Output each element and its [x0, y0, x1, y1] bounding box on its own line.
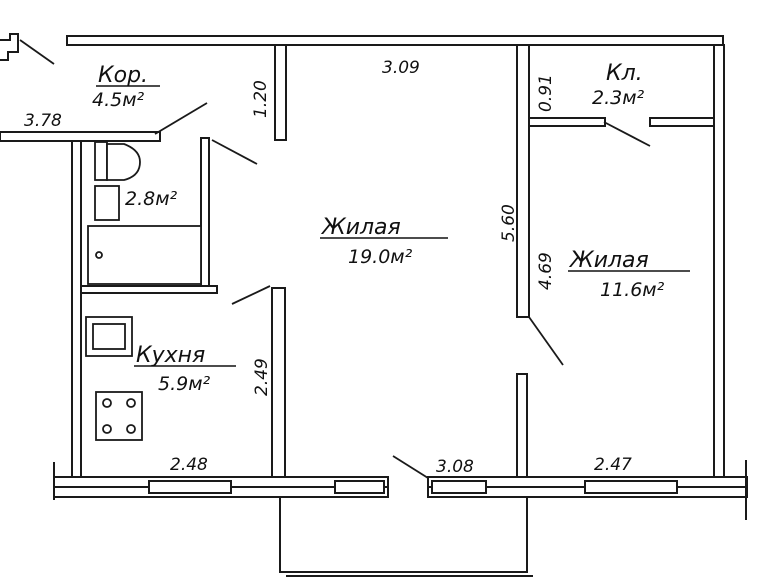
living-rooms-wall-lower	[516, 373, 528, 478]
dim-living-top: 3.09	[382, 58, 420, 78]
corridor-lower-wall	[0, 131, 161, 142]
living-room-area: 19.0м²	[348, 246, 413, 268]
toilet-cistern	[94, 141, 108, 181]
entrance-fragment	[0, 33, 19, 61]
closet-area: 2.3м²	[592, 87, 645, 109]
living-room-name: Жилая	[320, 215, 401, 240]
balcony-door-window	[334, 480, 385, 494]
kitchen-door-swing	[231, 285, 271, 305]
entrance-door-swing	[19, 39, 55, 65]
dim-kitchen-bottom: 2.48	[170, 455, 208, 475]
dim-corridor-length: 3.78	[24, 111, 62, 131]
dim-living-vertical: 5.60	[499, 204, 519, 242]
kitchen-name: Кухня	[136, 343, 205, 368]
bathtub-drain	[95, 251, 103, 259]
balcony	[279, 497, 528, 573]
toilet-bowl	[106, 143, 141, 181]
closet-wall-right	[649, 117, 715, 127]
dim-bedroom-bottom: 2.47	[594, 455, 632, 475]
corridor-name: Кор.	[98, 63, 148, 88]
living-window	[431, 480, 487, 494]
top-wall	[66, 35, 724, 46]
balcony-door-swing	[392, 455, 429, 479]
sink	[94, 185, 120, 221]
dim-closet-vertical: 0.91	[536, 74, 556, 112]
burner-1	[102, 398, 112, 408]
bath-kitchen-wall	[80, 285, 218, 294]
left-wall	[71, 139, 82, 478]
kitchen-area: 5.9м²	[158, 373, 211, 395]
kitchen-window	[148, 480, 232, 494]
burner-4	[126, 424, 136, 434]
bathtub	[87, 225, 202, 285]
kitchen-living-wall	[271, 287, 286, 478]
dim-kitchen-vertical: 2.49	[252, 358, 272, 396]
bedroom-area: 11.6м²	[600, 279, 665, 301]
right-wall	[713, 44, 725, 478]
living-door-swing	[528, 316, 564, 366]
bathroom-area: 2.8м²	[125, 188, 178, 210]
corridor-door-swing	[154, 102, 208, 135]
dim-corridor-vertical: 1.20	[251, 80, 271, 118]
bedroom-window	[584, 480, 678, 494]
kitchen-sink-inner	[92, 323, 126, 350]
corridor-living-wall	[274, 44, 287, 141]
stove	[95, 391, 143, 441]
corridor-area: 4.5м²	[92, 89, 145, 111]
dim-living-bottom: 3.08	[436, 457, 474, 477]
burner-3	[102, 424, 112, 434]
closet-door-swing	[603, 121, 651, 147]
dim-bedroom-vertical: 4.69	[536, 252, 556, 290]
bedroom-name: Жилая	[568, 248, 649, 273]
bathroom-door-swing	[211, 139, 258, 165]
bath-partition	[200, 137, 210, 291]
closet-wall-left	[528, 117, 606, 127]
closet-name: Кл.	[606, 61, 643, 86]
living-rooms-wall-upper	[516, 44, 530, 318]
burner-2	[126, 398, 136, 408]
